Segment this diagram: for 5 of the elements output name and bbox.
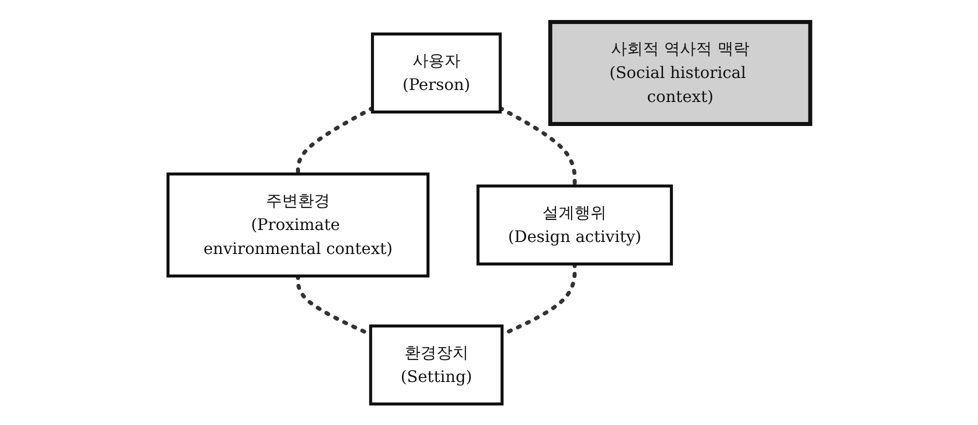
node-box: 설계행위 (Design activity)	[476, 184, 673, 265]
node-box: 주변환경 (Proximate environmental context)	[166, 172, 430, 277]
node-box: 환경장치 (Setting)	[369, 324, 504, 405]
node-box: 사용자 (Person)	[370, 32, 502, 113]
node-box: 사회적 역사적 맥락 (Social historical context)	[548, 20, 812, 126]
